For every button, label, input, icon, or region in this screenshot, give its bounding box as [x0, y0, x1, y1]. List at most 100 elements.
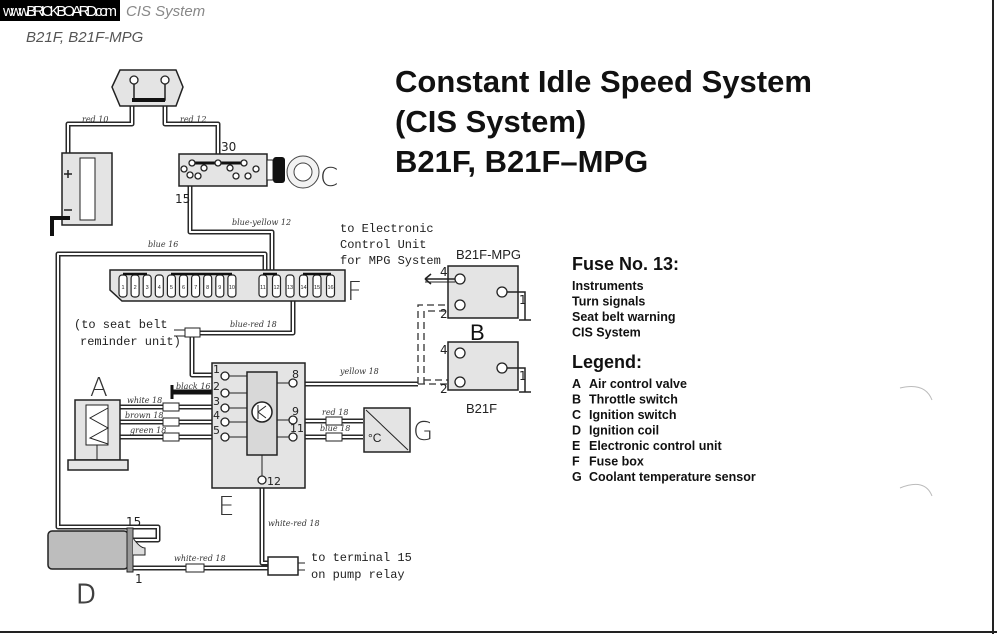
legend-key: G [572, 470, 582, 484]
watermark: www.BRICKBOARD.com [2, 3, 117, 20]
fuse-number: 14 [300, 285, 306, 291]
component-label-b: B [470, 320, 485, 345]
wire-label-white-18: white 18 [127, 396, 162, 405]
terminal-30: 30 [221, 140, 236, 154]
fuse-11: 11 [258, 274, 268, 298]
b-pin-1: 1 [519, 369, 527, 383]
legend-label: Fuse box [589, 455, 644, 469]
component-label-c: C [320, 163, 338, 193]
fuse-16: 16 [325, 274, 336, 298]
wire-label-blue-yellow-12: blue-yellow 12 [232, 218, 291, 227]
component-label-e: E [218, 492, 234, 522]
wire-label-blue-16: blue 16 [148, 240, 178, 249]
seat-belt-note-line-2: reminder unit) [80, 335, 181, 349]
fuse-number: 16 [327, 285, 333, 291]
fuse-4: 4 [154, 274, 164, 298]
legend-key: B [572, 393, 581, 407]
terminal-15: 15 [175, 192, 190, 206]
ecu-pin-5: 5 [213, 424, 220, 437]
fuse-6: 6 [178, 274, 189, 298]
ecu-pin-4: 4 [213, 409, 220, 422]
component-label-f: F [347, 277, 362, 307]
ignition-switch [178, 153, 320, 189]
pump-relay-connector [267, 556, 299, 576]
wire-label-red-18: red 18 [322, 408, 348, 417]
ecu-pin-3: 3 [213, 395, 220, 408]
subtitle: B21F, B21F-MPG [26, 29, 144, 46]
fuse-7: 7 [191, 274, 201, 298]
b21f-mpg-label: B21F-MPG [456, 247, 521, 262]
page-curl-mark [899, 386, 933, 401]
wire-label-brown-18: brown 18 [125, 411, 163, 420]
legend-key: E [572, 439, 580, 453]
legend-label: Air control valve [589, 377, 687, 391]
wire-label-red-10: red 10 [82, 115, 108, 124]
fuse-info-item: CIS System [572, 326, 641, 340]
title-line-2: (CIS System) [395, 104, 586, 139]
fuse-number: 8 [206, 285, 209, 291]
fuse-10: 10 [227, 274, 237, 298]
legend-key: D [572, 424, 581, 438]
fuse-number: 1 [121, 285, 124, 291]
fuse-number: 6 [182, 285, 185, 291]
wire-label-blue-red-18: blue-red 18 [230, 320, 277, 329]
throttle-switch-b21f [447, 341, 531, 393]
legend-key: C [572, 408, 581, 422]
fuse-number: 3 [146, 285, 149, 291]
coil-terminal-1: 1 [135, 572, 143, 586]
title-line-3: B21F, B21F–MPG [395, 144, 648, 179]
wire-label-green-18: green 18 [130, 426, 166, 435]
fuse-number: 9 [218, 285, 221, 291]
fuse-number: 4 [158, 285, 161, 291]
ignition-coil [47, 527, 146, 573]
title-line-1: Constant Idle Speed System [395, 64, 812, 99]
fuse-12: 12 [271, 274, 282, 298]
legend-label: Coolant temperature sensor [589, 470, 756, 484]
wire-label-red-12: red 12 [180, 115, 206, 124]
sensor-unit-label: °C [368, 431, 382, 445]
seat-belt-note-line-1: (to seat belt [74, 318, 168, 332]
fuse-info-heading: Fuse No. 13: [572, 254, 679, 274]
b21f-label: B21F [466, 401, 497, 416]
wire-label-blue-18: blue 18 [320, 424, 350, 433]
pump-note-line-1: to terminal 15 [311, 551, 412, 565]
ecu-pin-8: 8 [292, 368, 299, 381]
fuse-number: 7 [194, 285, 197, 291]
legend-heading: Legend: [572, 352, 642, 372]
plus-icon [64, 170, 72, 178]
fuse-2: 2 [130, 274, 140, 298]
legend-label: Ignition switch [589, 408, 677, 422]
fuse-3: 3 [142, 274, 152, 298]
fuse-1: 1 [118, 274, 128, 298]
ecu-note-line-3: for MPG System [340, 254, 441, 268]
battery [50, 152, 113, 236]
fuse-number: 12 [273, 285, 279, 291]
fuse-number: 15 [314, 285, 320, 291]
fuse-number: 5 [170, 285, 173, 291]
b-pin-4: 4 [440, 343, 448, 357]
component-label-d: D [76, 580, 96, 610]
fuse-8: 8 [203, 274, 213, 298]
wire-label-white-red-18-horizontal: white-red 18 [174, 554, 226, 563]
fuse-15: 15 [312, 274, 322, 298]
legend-key: F [572, 455, 580, 469]
wires [55, 100, 455, 573]
wire-label-black-16: black 16 [176, 382, 211, 391]
component-label-g: G [413, 417, 433, 447]
main-relay [111, 69, 184, 107]
fuse-info-item: Turn signals [572, 295, 645, 309]
watermark-box [0, 0, 120, 21]
b-mpg-pin-2: 2 [440, 307, 448, 321]
page-curl-mark [899, 483, 933, 497]
coil-terminal-15: 15 [126, 515, 141, 529]
fuse-5: 5 [166, 274, 176, 298]
air-control-valve [67, 399, 129, 471]
wire-label-white-red-18-vertical: white-red 18 [268, 519, 320, 528]
b-mpg-pin-4: 4 [440, 265, 448, 279]
fuse-number: 13 [287, 285, 293, 291]
pump-note-line-2: on pump relay [311, 568, 405, 582]
faded-title: CIS System [126, 3, 205, 20]
fuse-info-item: Seat belt warning [572, 310, 676, 324]
